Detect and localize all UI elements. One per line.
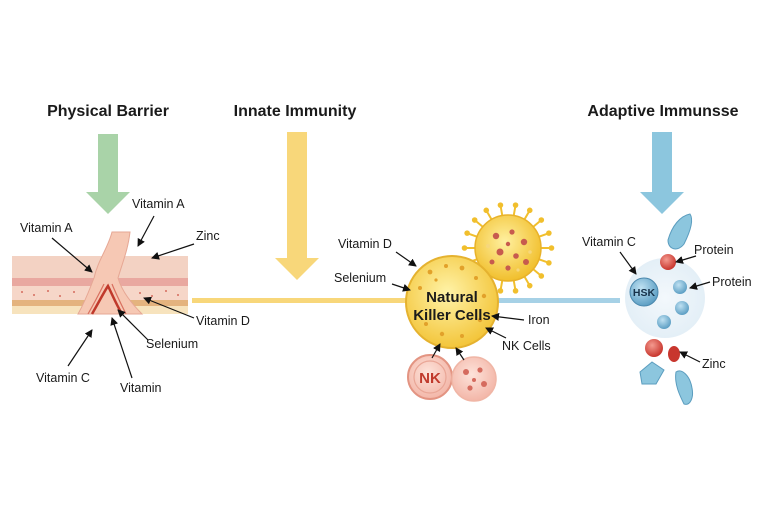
pathogen-spike-tip	[546, 230, 552, 236]
pathogen-spike-tip	[546, 260, 552, 266]
header-physical-barrier: Physical Barrier	[47, 103, 169, 120]
small-nk-label: NK	[419, 370, 441, 387]
pathogen-spike-tip	[464, 230, 470, 236]
arrow-vitamin-d-skin	[143, 296, 195, 319]
pathogen-spike-tip	[483, 207, 490, 214]
arrow-selenium-skin	[117, 309, 149, 341]
pathogen-spike-tip	[461, 245, 468, 251]
label-protein-right: Protein	[712, 275, 752, 289]
small-nk-cell: NK	[407, 354, 453, 400]
arrow-vitamin-skin	[110, 317, 133, 379]
arrow-neighbor-cell	[455, 347, 465, 361]
pathogen-spike-tip	[497, 288, 504, 294]
pathogen-spike-tip	[526, 282, 533, 289]
pathogen-spike-tip	[512, 288, 519, 294]
pathogen-spike-tip	[497, 202, 504, 208]
arrow-vitamin-d-nk	[395, 251, 417, 267]
header-innate-immunity: Innate Immunity	[234, 103, 357, 120]
pathogen-spike-tip	[526, 207, 533, 214]
label-zinc-skin: Zinc	[196, 229, 220, 243]
green-down-arrow	[86, 134, 130, 214]
pathogen-spike	[512, 206, 517, 216]
pathogen-spike-tip	[512, 202, 519, 208]
label-vitamin-a-left: Vitamin A	[20, 221, 73, 235]
label-vitamin-d-skin: Vitamin D	[196, 314, 250, 328]
arrow-vitamin-c-skin	[67, 329, 93, 367]
arrow-iron	[491, 312, 525, 321]
arrow-vitamin-a-top	[137, 215, 155, 247]
pathogen-spike-tip	[548, 245, 555, 251]
pathogen-spike-tip	[538, 273, 545, 279]
label-vitamin-c-skin: Vitamin C	[36, 371, 90, 385]
pathogen-spike-tip	[538, 217, 545, 223]
arrow-small-nk	[431, 343, 441, 359]
label-vitamin-c-adaptive: Vitamin C	[582, 235, 636, 249]
nk-cell-title-line1: Natural	[426, 289, 478, 306]
pathogen-spike	[468, 232, 478, 238]
arrow-protein-top	[675, 255, 697, 264]
label-selenium-skin: Selenium	[146, 337, 198, 351]
label-zinc-adaptive: Zinc	[702, 357, 726, 371]
neighbor-cell	[451, 356, 497, 402]
label-vitamin-d-nk: Vitamin D	[338, 237, 392, 251]
connector-yellow	[192, 298, 414, 303]
label-protein-top: Protein	[694, 243, 734, 257]
pathogen-spike	[532, 220, 541, 228]
arrow-protein-right	[689, 281, 711, 290]
arrow-vitamin-c-adaptive	[619, 251, 637, 275]
label-nk-cells: NK Cells	[502, 339, 551, 353]
adaptive-center-label: HSK	[633, 287, 656, 299]
adaptive-immune-cell: HSK	[625, 213, 705, 405]
pathogen-spike-tip	[471, 217, 478, 223]
arrow-zinc-adaptive	[679, 351, 701, 363]
pathogen-spike	[523, 276, 530, 285]
pathogen-spike	[538, 258, 548, 264]
blue-down-arrow	[640, 132, 684, 214]
label-iron: Iron	[528, 313, 550, 327]
natural-killer-cell: Natural Killer Cells	[405, 255, 499, 349]
skin-cross-section	[12, 231, 188, 315]
arrow-vitamin-a-left	[51, 237, 93, 273]
pathogen-spike	[499, 280, 504, 290]
pathogen-spike	[512, 280, 517, 290]
nk-cell-title-line2: Killer Cells	[413, 307, 491, 324]
arrow-nk-cells	[485, 327, 507, 339]
label-vitamin-a-top: Vitamin A	[132, 197, 185, 211]
header-adaptive-immunity: Adaptive Immunsse	[587, 103, 738, 120]
pathogen-spike	[475, 220, 484, 228]
label-selenium-nk: Selenium	[334, 271, 386, 285]
arrow-selenium-nk	[391, 283, 411, 292]
pathogen-spike	[523, 211, 530, 220]
arrow-zinc-skin	[151, 243, 195, 260]
connector-blue	[498, 298, 620, 303]
pathogen-spike	[486, 211, 493, 220]
label-vitamin-skin: Vitamin	[120, 381, 162, 395]
pathogen-spike	[532, 268, 541, 276]
yellow-down-arrow	[275, 132, 319, 280]
pathogen-spike	[538, 232, 548, 238]
pathogen-spike	[499, 206, 504, 216]
